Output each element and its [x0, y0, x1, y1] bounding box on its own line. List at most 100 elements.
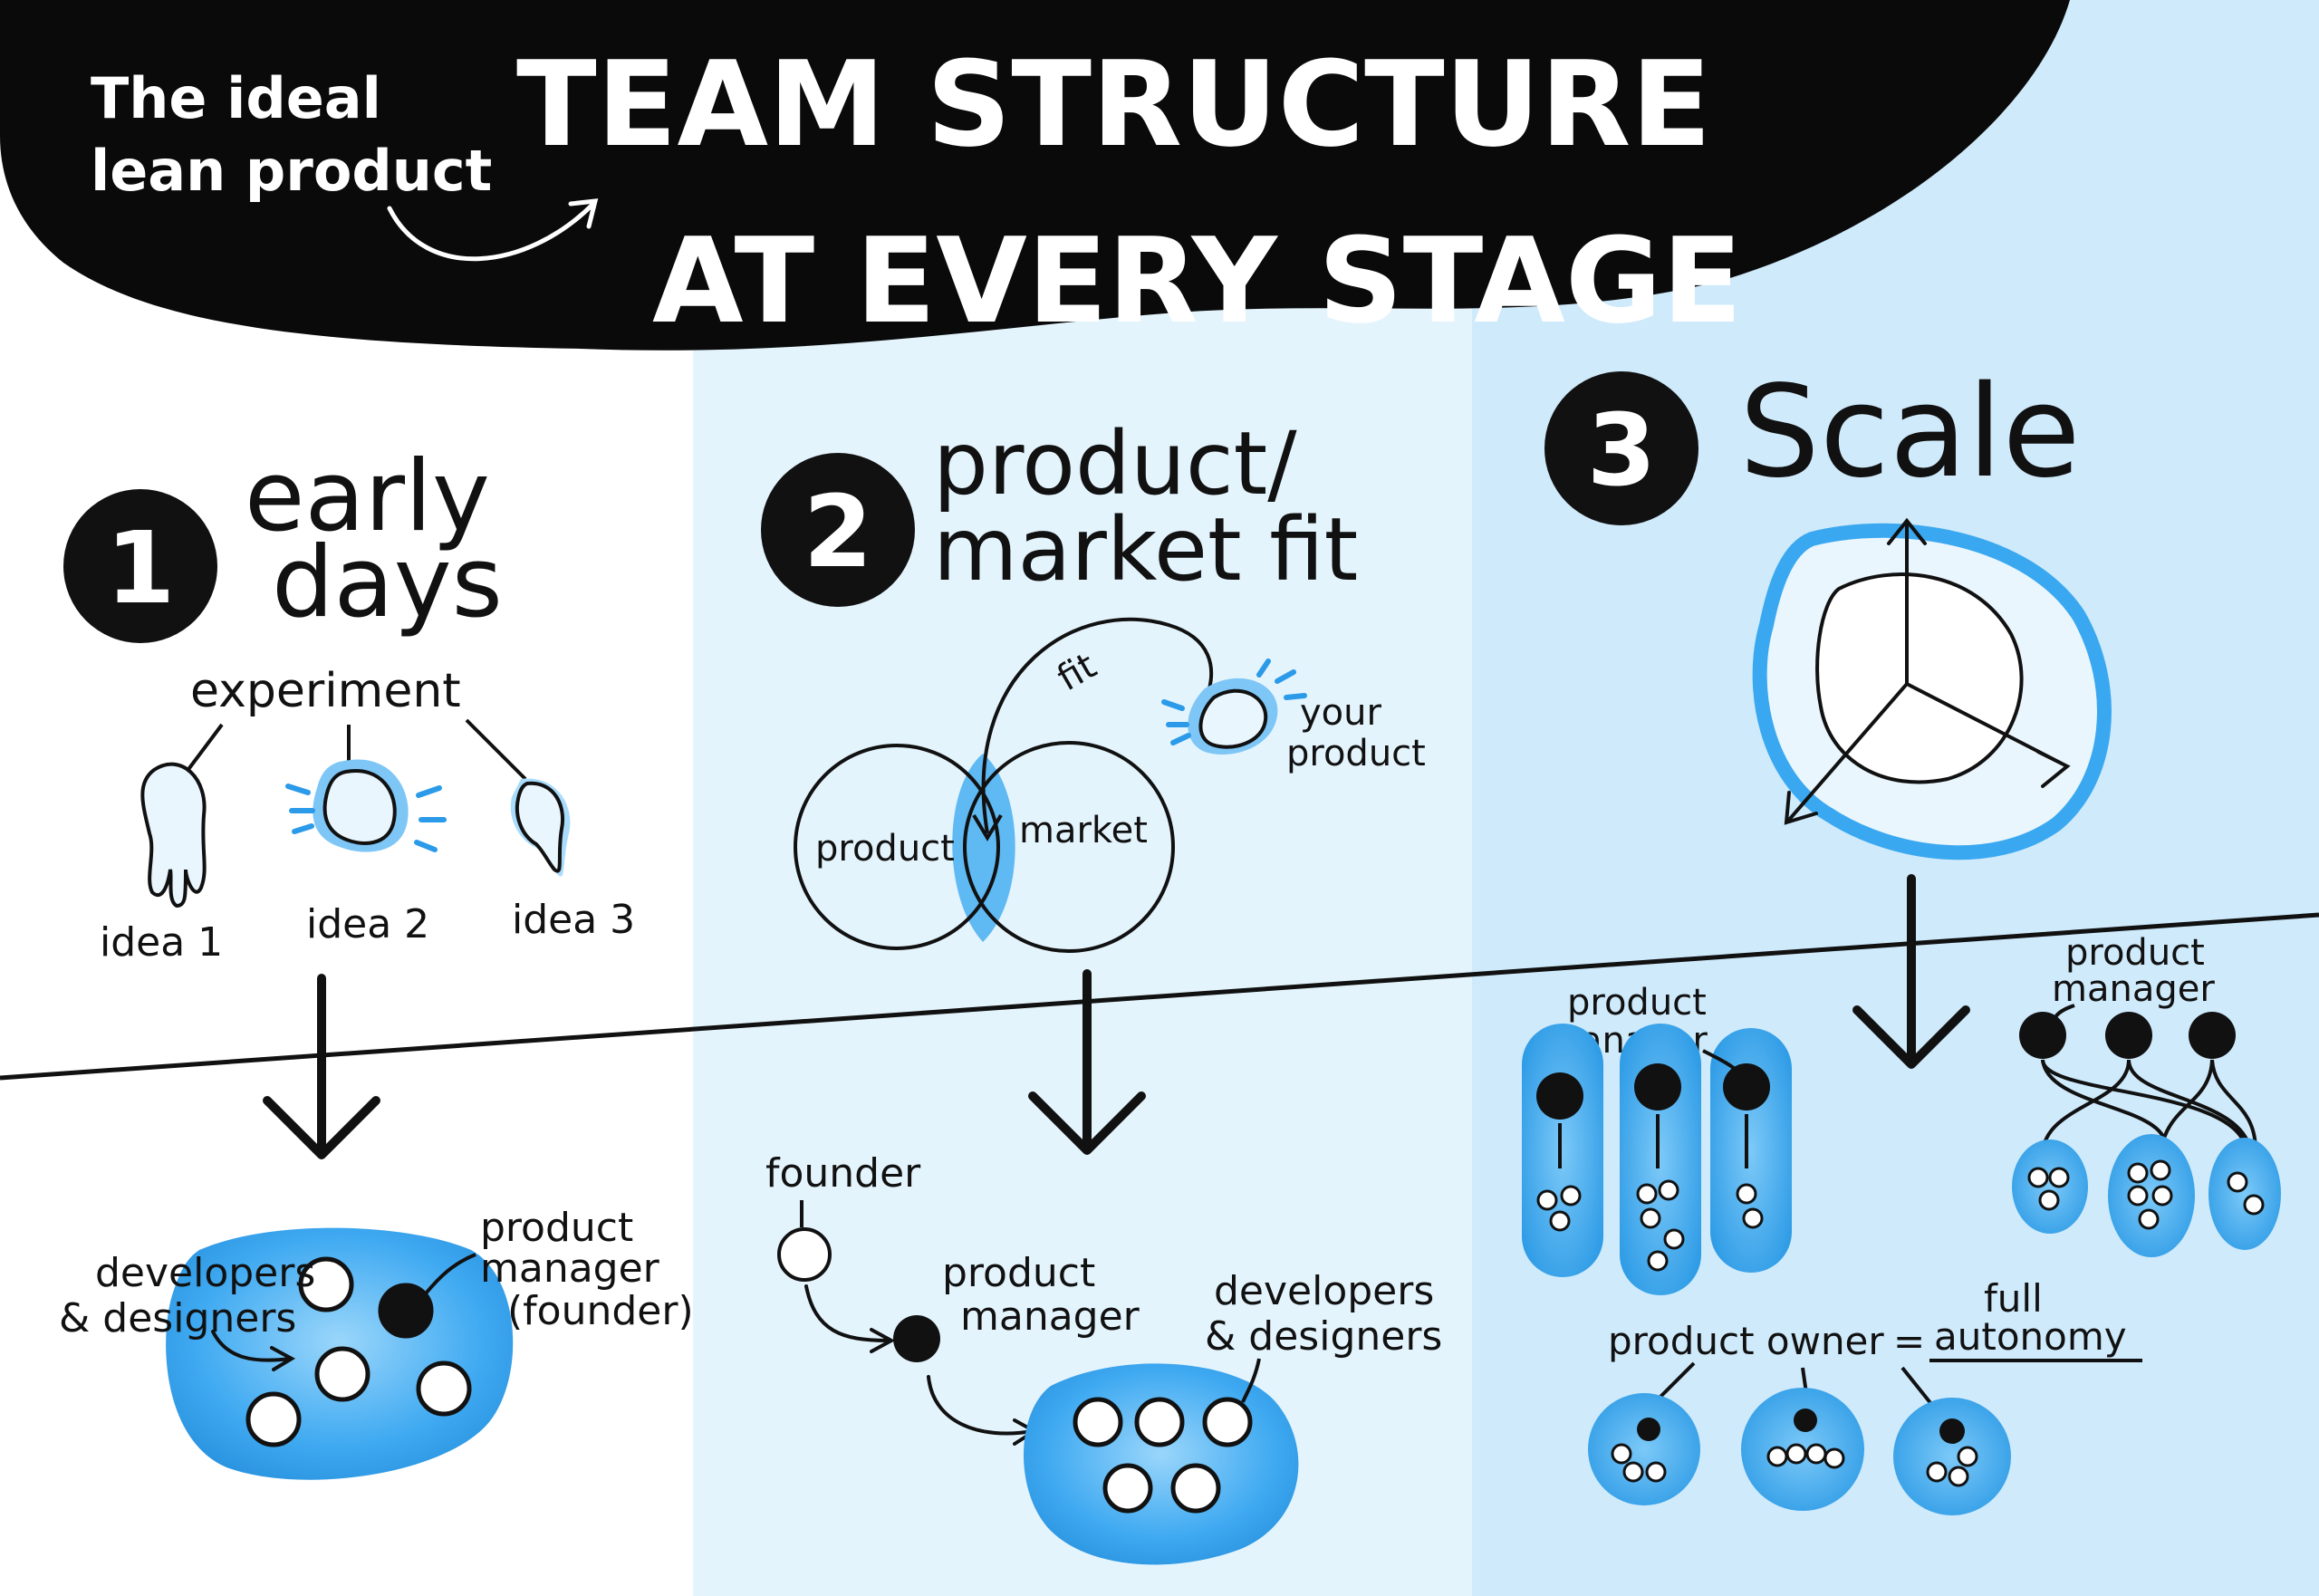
stage-3-pm-left-label-line1: product: [1567, 982, 1707, 1024]
stage-2-title-line1: product/: [933, 413, 1297, 514]
autonomous-team-blob: [1588, 1393, 1700, 1505]
owner-label: product owner: [1608, 1319, 1884, 1363]
developer-dot: [1536, 1189, 1558, 1211]
idea-2-label: idea 2: [306, 901, 429, 947]
developer-dot: [1636, 1183, 1658, 1205]
developer-dot: [1742, 1207, 1764, 1229]
developer-dot: [2227, 1171, 2248, 1193]
squad-pm-circle: [1634, 1063, 1681, 1110]
matrix-pm-circle: [2105, 1012, 2152, 1059]
autonomous-team: [1588, 1393, 1700, 1505]
developer-circle: [1134, 1397, 1185, 1447]
stage-1-devs-label-line2: & designers: [59, 1295, 296, 1341]
owner-dot: [1794, 1409, 1817, 1432]
idea-2-sparkles: [285, 784, 447, 852]
developer-dot: [1658, 1179, 1679, 1201]
experiment-connector-3: [465, 718, 527, 781]
developer-dot: [1663, 1228, 1685, 1250]
autonomous-team: [1741, 1388, 1864, 1511]
developer-dot: [1805, 1443, 1827, 1465]
founder-label: founder: [765, 1150, 921, 1197]
squad: [1620, 1024, 1701, 1295]
stage-1-number: 1: [106, 510, 176, 626]
idea-3-icon: [515, 781, 564, 873]
developer-circle: [1073, 1397, 1123, 1447]
owner-equals: =: [1893, 1319, 1925, 1363]
developer-circle: [245, 1391, 302, 1447]
developer-dot: [1736, 1183, 1757, 1205]
developer-circle: [314, 1346, 370, 1402]
squad: [1522, 1024, 1603, 1277]
founder-to-pm-arrow: [804, 1284, 896, 1353]
developer-circle: [416, 1360, 472, 1417]
matrix-team: [2208, 1138, 2281, 1250]
developer-dot: [1948, 1466, 1969, 1487]
owner-dot: [1939, 1418, 1965, 1444]
idea-1-label: idea 1: [100, 919, 223, 966]
developer-dot: [1622, 1461, 1644, 1483]
developer-dot: [2151, 1185, 2173, 1207]
stage-3-pm-left-connector: [1702, 1049, 1741, 1075]
stage-2-pm-circle: [893, 1315, 940, 1362]
stage-2-pm-label-line1: product: [942, 1250, 1095, 1296]
stage-1-down-arrow: [263, 974, 380, 1159]
scale-axes: [1784, 517, 2071, 825]
stage-1: 1 early days experiment idea 1 idea 2 id…: [59, 440, 694, 1480]
developer-dot: [1549, 1210, 1571, 1232]
developer-circle: [1170, 1463, 1221, 1514]
squad-pm-circle: [1723, 1063, 1770, 1110]
stage-1-pm-label-line3: (founder): [507, 1288, 694, 1334]
matrix-pm-circle: [2189, 1012, 2236, 1059]
developer-dot: [2150, 1159, 2171, 1181]
developer-dot: [1647, 1250, 1669, 1272]
stage-1-pm-label-line1: product: [480, 1205, 633, 1251]
developer-dot: [1611, 1443, 1632, 1465]
developer-dot: [2027, 1167, 2049, 1188]
stage-3-number: 3: [1587, 392, 1657, 508]
divider-line: [0, 912, 2319, 1081]
stage-1-title-line1: early: [245, 440, 490, 553]
matrix-team-blob: [2108, 1134, 2195, 1257]
squad-pm-circle: [1536, 1072, 1583, 1120]
idea-2-icon: [322, 768, 397, 845]
developer-dot: [2127, 1162, 2149, 1184]
developer-dot: [2127, 1185, 2149, 1207]
matrix-team-blob: [2208, 1138, 2281, 1250]
stage-2-devs-label-line2: & designers: [1205, 1313, 1442, 1360]
idea-3-label: idea 3: [512, 897, 635, 943]
developer-circle: [1202, 1397, 1253, 1447]
matrix-pm-circle: [2019, 1012, 2066, 1059]
header-title-line1: TEAM STRUCTURE: [516, 35, 1711, 173]
owner-dot: [1637, 1418, 1660, 1441]
venn-product-label: product: [815, 828, 955, 870]
header-subtitle-arrow: [387, 198, 599, 262]
header-subtitle-line2: lean product: [91, 138, 492, 204]
stage-2-number-badge: [761, 453, 915, 607]
developer-dot: [2138, 1208, 2160, 1230]
developer-dot: [1645, 1461, 1667, 1483]
stage-3-number-badge: [1544, 371, 1698, 525]
stage-2-team-blob: [1024, 1363, 1299, 1565]
developer-dot: [1766, 1446, 1788, 1467]
developer-dot: [2243, 1194, 2265, 1216]
stage-1-pm-label-line2: manager: [480, 1245, 660, 1292]
stage-3-down-arrow: [1852, 874, 1970, 1069]
stage-1-devs-label-line1: developers: [95, 1250, 315, 1296]
stage-2-devs-label-line1: developers: [1214, 1268, 1434, 1314]
developer-dot: [1926, 1461, 1948, 1483]
stage-2-title-line2: market fit: [933, 499, 1358, 601]
developer-dot: [1823, 1447, 1845, 1469]
stage-3: 3 Scale product manager: [1522, 359, 2281, 1515]
idea-1-icon: [140, 762, 207, 909]
venn-market-circle: [963, 741, 1175, 953]
stage-3-title: Scale: [1739, 359, 2081, 506]
fit-arc: [981, 617, 1214, 834]
experiment-label: experiment: [190, 664, 461, 718]
autonomy-label-line2: autonomy: [1934, 1314, 2127, 1359]
autonomous-team: [1893, 1398, 2011, 1515]
matrix-team: [2108, 1134, 2195, 1257]
stage-1-number-badge: [63, 489, 217, 643]
autonomous-team-blob: [1893, 1398, 2011, 1515]
